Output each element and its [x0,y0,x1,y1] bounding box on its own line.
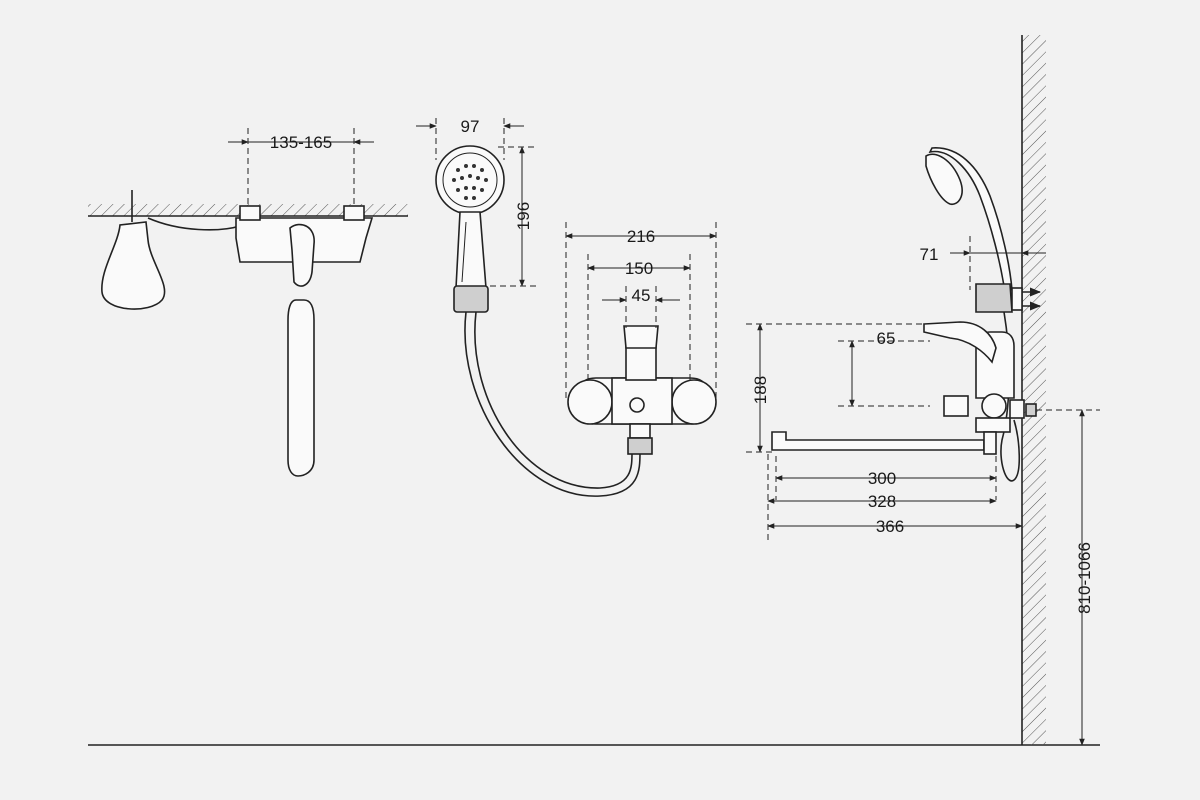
dim-install-height: 810-1066 [1036,409,1100,746]
dim-spout-366-label: 366 [876,517,904,536]
dim-mixer-height: 188 [746,323,924,453]
dim-spout-300: 300 [775,456,997,500]
dim-mixer-height-label: 188 [751,376,770,404]
dim-spout-366: 366 [767,517,1023,536]
dim-mount-spacing: 135-165 [228,128,374,205]
dim-body-middle: 45 [602,286,680,328]
dim-spout-300-label: 300 [868,469,896,488]
dim-head-width: 97 [416,117,524,160]
dim-spout-328-label: 328 [868,492,896,511]
dim-body-total-label: 216 [627,227,655,246]
dim-body-total: 216 [565,222,717,400]
hand-shower [435,145,641,497]
dim-head-height: 196 [490,146,538,287]
dim-lever-height: 65 [838,329,930,407]
dim-wall-holder-label: 71 [920,245,939,264]
dim-lever-height-label: 65 [877,329,896,348]
dim-install-height-label: 810-1066 [1075,542,1094,614]
dim-head-width-label: 97 [461,117,480,136]
dim-wall-holder: 71 [920,236,1046,290]
top-view [88,190,408,477]
wall [1021,35,1046,745]
mixer-front [567,325,717,455]
dim-mount-spacing-label: 135-165 [270,133,332,152]
side-view [771,147,1042,482]
dim-body-centers-label: 150 [625,259,653,278]
dim-body-centers: 150 [587,254,691,380]
dim-head-height-label: 196 [514,202,533,230]
dim-body-middle-label: 45 [632,286,651,305]
